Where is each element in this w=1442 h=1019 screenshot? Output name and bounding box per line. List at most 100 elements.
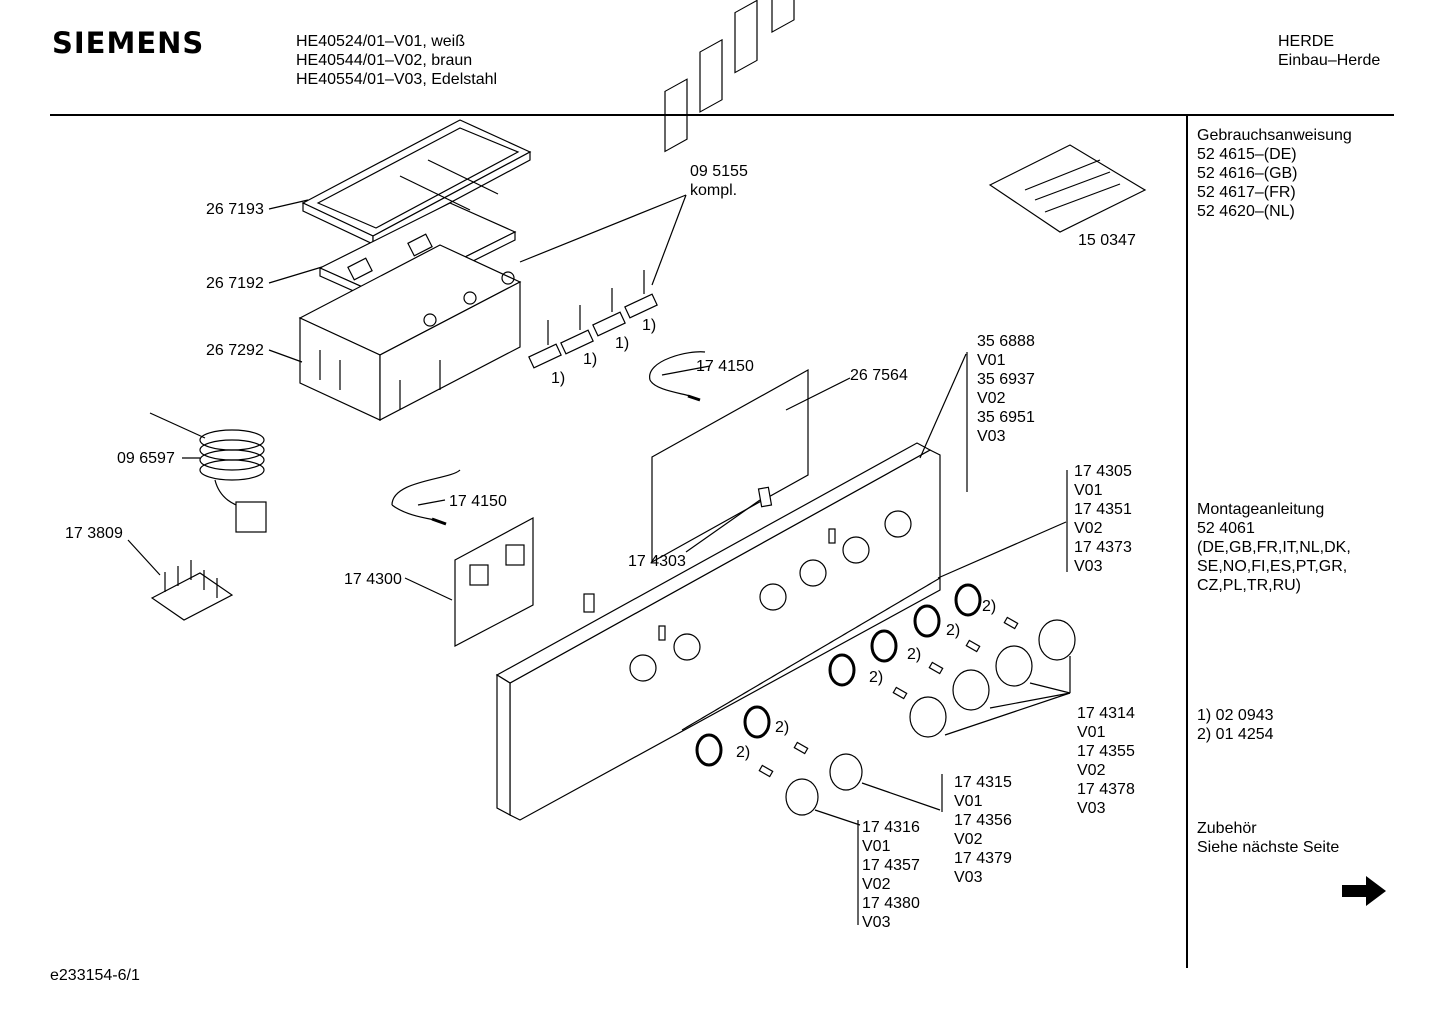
arrow-right-icon[interactable]	[1340, 874, 1388, 908]
manual-item: 52 4620–(NL)	[1197, 203, 1295, 220]
group-panel-line: V02	[977, 390, 1006, 407]
mounting-block: Montageanleitung 52 4061 (DE,GB,FR,IT,NL…	[1197, 500, 1351, 595]
group-knob-big-line: V01	[1077, 724, 1106, 741]
accessories-block: Zubehör Siehe nächste Seite	[1197, 819, 1339, 857]
label-174150-bottom: 17 4150	[449, 493, 507, 510]
group-knob-big: 17 4314 V01 17 4355 V02 17 4378 V03	[1077, 704, 1135, 818]
group-panel-line: 35 6888	[977, 333, 1035, 350]
group-knob-small-line: V01	[862, 838, 891, 855]
label-095155: 09 5155 kompl.	[690, 162, 748, 200]
label-095155-number: 09 5155	[690, 163, 748, 180]
mounting-line: 52 4061	[1197, 520, 1255, 537]
mounting-title: Montageanleitung	[1197, 501, 1325, 518]
brand-logo: SIEMENS	[52, 26, 205, 60]
model-line: HE40524/01–V01, weiß	[296, 33, 465, 50]
manual-item: 52 4617–(FR)	[1197, 184, 1296, 201]
mounting-line: (DE,GB,FR,IT,NL,DK,	[1197, 539, 1351, 556]
label-267192: 26 7192	[206, 275, 264, 292]
header-divider	[50, 114, 1394, 116]
footnote-1: 1) 02 0943	[1197, 707, 1274, 724]
sensor-part	[149, 412, 267, 533]
label-095155-note: kompl.	[690, 182, 738, 199]
electronics-module-part	[651, 0, 809, 564]
group-knob-small-line: V02	[862, 876, 891, 893]
trim-rings	[695, 583, 982, 767]
manual-item: 52 4616–(GB)	[1197, 165, 1298, 182]
group-knob-small-line: V03	[862, 914, 891, 931]
group-ring-line: V01	[1074, 482, 1103, 499]
label-267564: 26 7564	[850, 367, 908, 384]
group-knob-mid-line: 17 4356	[954, 812, 1012, 829]
label-267292: 26 7292	[206, 342, 264, 359]
footnote-marker-1: 1)	[551, 370, 566, 387]
group-panel-line: 35 6937	[977, 371, 1035, 388]
group-panel-line: V03	[977, 428, 1006, 445]
label-174300: 17 4300	[344, 571, 402, 588]
footnote-marker-2: 2)	[736, 744, 751, 761]
clips	[758, 616, 1019, 778]
category-block: HERDE Einbau–Herde	[1278, 32, 1380, 70]
footnote-marker-2: 2)	[775, 719, 790, 736]
group-knob-small-line: 17 4316	[862, 819, 920, 836]
accessories-note: Siehe nächste Seite	[1197, 839, 1340, 856]
manual-item: 52 4615–(DE)	[1197, 146, 1297, 163]
document-id: e233154-6/1	[50, 967, 140, 984]
model-line: HE40544/01–V02, braun	[296, 52, 473, 69]
group-knob-small-line: 17 4357	[862, 857, 920, 874]
group-ring-line: V03	[1074, 558, 1103, 575]
label-173809: 17 3809	[65, 525, 123, 542]
group-knob-big-line: V02	[1077, 762, 1106, 779]
footnote-block: 1) 02 0943 2) 01 4254	[1197, 706, 1274, 744]
footnote-marker-1: 1)	[615, 335, 630, 352]
footnote-marker-1: 1)	[583, 351, 598, 368]
screw-bag-part	[988, 144, 1147, 233]
accessories-title: Zubehör	[1197, 820, 1257, 837]
group-ring-line: V02	[1074, 520, 1103, 537]
label-096597: 09 6597	[117, 450, 175, 467]
group-panel: 35 6888 V01 35 6937 V02 35 6951 V03	[977, 332, 1035, 446]
exploded-diagram	[127, 0, 1147, 925]
group-knob-big-line: 17 4314	[1077, 705, 1135, 722]
footnote-marker-2: 2)	[907, 646, 922, 663]
footnote-marker-1: 1)	[642, 317, 657, 334]
group-knob-big-line: V03	[1077, 800, 1106, 817]
label-267193: 26 7193	[206, 201, 264, 218]
top-frame-part	[301, 119, 532, 246]
manual-block: Gebrauchsanweisung 52 4615–(DE) 52 4616–…	[1197, 126, 1352, 221]
group-knob-mid: 17 4315 V01 17 4356 V02 17 4379 V03	[954, 773, 1012, 887]
knobs	[785, 619, 1076, 816]
group-knob-small: 17 4316 V01 17 4357 V02 17 4380 V03	[862, 818, 920, 932]
group-knob-mid-line: V01	[954, 793, 983, 810]
control-panel-part	[495, 442, 941, 821]
label-174303: 17 4303	[628, 553, 686, 570]
group-knob-big-line: 17 4355	[1077, 743, 1135, 760]
selector-switch-part	[150, 560, 234, 621]
group-knob-mid-line: V03	[954, 869, 983, 886]
group-panel-line: 35 6951	[977, 409, 1035, 426]
small-module-part	[454, 516, 534, 647]
footnote-2: 2) 01 4254	[1197, 726, 1274, 743]
mounting-line: CZ,PL,TR,RU)	[1197, 577, 1301, 594]
group-knob-small-line: 17 4380	[862, 895, 920, 912]
group-ring-line: 17 4373	[1074, 539, 1132, 556]
subcategory: Einbau–Herde	[1278, 52, 1381, 69]
group-ring: 17 4305 V01 17 4351 V02 17 4373 V03	[1074, 462, 1132, 576]
label-174150-top: 17 4150	[696, 358, 754, 375]
label-150347: 15 0347	[1078, 232, 1136, 249]
switch-set-part	[528, 270, 658, 369]
sidebar-divider	[1186, 116, 1188, 968]
group-knob-mid-line: V02	[954, 831, 983, 848]
model-line: HE40554/01–V03, Edelstahl	[296, 71, 498, 88]
category: HERDE	[1278, 33, 1335, 50]
footnote-marker-2: 2)	[982, 598, 997, 615]
group-ring-line: 17 4351	[1074, 501, 1132, 518]
manual-title: Gebrauchsanweisung	[1197, 127, 1352, 144]
group-knob-big-line: 17 4378	[1077, 781, 1135, 798]
housing-part	[298, 244, 522, 421]
group-knob-mid-line: 17 4315	[954, 774, 1012, 791]
group-panel-line: V01	[977, 352, 1006, 369]
footnote-marker-2: 2)	[946, 622, 961, 639]
model-list: HE40524/01–V01, weiß HE40544/01–V02, bra…	[296, 32, 497, 89]
mounting-line: SE,NO,FI,ES,PT,GR,	[1197, 558, 1348, 575]
footnote-marker-2: 2)	[869, 669, 884, 686]
